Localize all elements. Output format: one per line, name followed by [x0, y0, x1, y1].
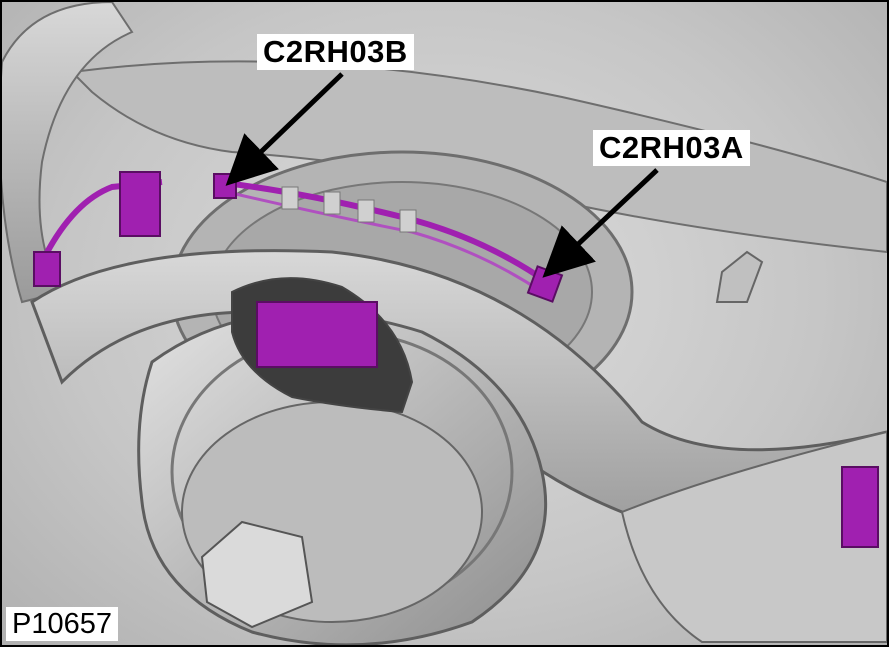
right-spoke-arm	[620, 430, 887, 643]
callout-label-c2rh03b: C2RH03B	[257, 34, 414, 70]
callout-label-c2rh03a: C2RH03A	[593, 130, 750, 166]
connector-left-cluster	[119, 171, 161, 237]
figure-id-label: P10657	[6, 607, 118, 641]
connector-left-lower	[33, 251, 61, 287]
connector-right-edge	[841, 466, 879, 548]
arrow-c2rh03a	[542, 168, 659, 278]
arrow-c2rh03b	[225, 72, 344, 186]
connector-center-block	[256, 301, 378, 368]
left-spoke-arm	[2, 2, 134, 304]
hub-spline	[200, 520, 314, 629]
connector-c2rh03b	[213, 173, 237, 199]
